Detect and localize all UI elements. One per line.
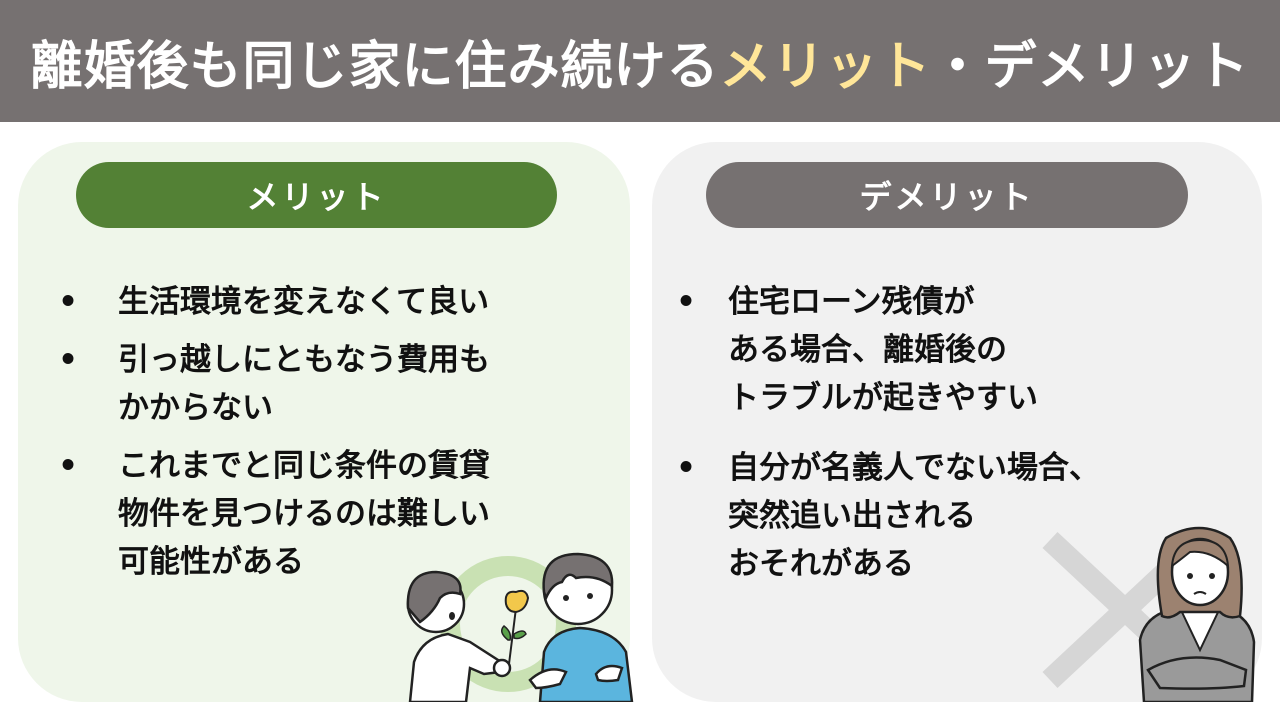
list-item: • 引っ越しにともなう費用も かからない: [58, 336, 598, 432]
bullet-icon: •: [58, 448, 78, 484]
two-people-flower-illustration: [406, 552, 634, 702]
list-item: • 生活環境を変えなくて良い: [58, 278, 598, 326]
merit-card: メリット • 生活環境を変えなくて良い • 引っ越しにともなう費用も かからない •…: [18, 142, 634, 702]
list-item-text: これまでと同じ条件の賃貸 物件を見つけるのは難しい 可能性がある: [118, 448, 490, 580]
list-item: • 自分が名義人でない場合、 突然追い出される おそれがある: [676, 444, 1236, 588]
list-item-text: 引っ越しにともなう費用も かからない: [118, 342, 490, 426]
title-prefix: 離婚後も同じ家に住み続ける: [30, 36, 720, 97]
demerit-card: デメリット • 住宅ローン残債が ある場合、離婚後の トラブルが起きやすい • 自分…: [652, 142, 1262, 702]
merit-heading-pill: メリット: [76, 162, 557, 228]
bullet-icon: •: [676, 450, 696, 486]
list-item-text: 住宅ローン残債が ある場合、離婚後の トラブルが起きやすい: [728, 284, 1038, 416]
merit-list: • 生活環境を変えなくて良い • 引っ越しにともなう費用も かからない • これまでと…: [58, 278, 598, 596]
list-item: • これまでと同じ条件の賃貸 物件を見つけるのは難しい 可能性がある: [58, 442, 598, 586]
page-title: 離婚後も同じ家に住み続けるメリット・デメリット: [30, 24, 1249, 99]
bullet-icon: •: [58, 284, 78, 320]
list-item-text: 自分が名義人でない場合、 突然追い出される おそれがある: [728, 450, 1100, 582]
bullet-icon: •: [676, 284, 696, 320]
title-banner: 離婚後も同じ家に住み続けるメリット・デメリット: [0, 0, 1280, 122]
title-suffix: ・デメリット: [931, 36, 1250, 97]
title-highlight: メリット: [719, 36, 932, 97]
list-item-text: 生活環境を変えなくて良い: [118, 284, 490, 320]
demerit-list: • 住宅ローン残債が ある場合、離婚後の トラブルが起きやすい • 自分が名義人でな…: [676, 278, 1236, 610]
list-item: • 住宅ローン残債が ある場合、離婚後の トラブルが起きやすい: [676, 278, 1236, 422]
bullet-icon: •: [58, 342, 78, 378]
worried-woman-cross-illustration: [1042, 526, 1256, 702]
demerit-heading-pill: デメリット: [706, 162, 1188, 228]
